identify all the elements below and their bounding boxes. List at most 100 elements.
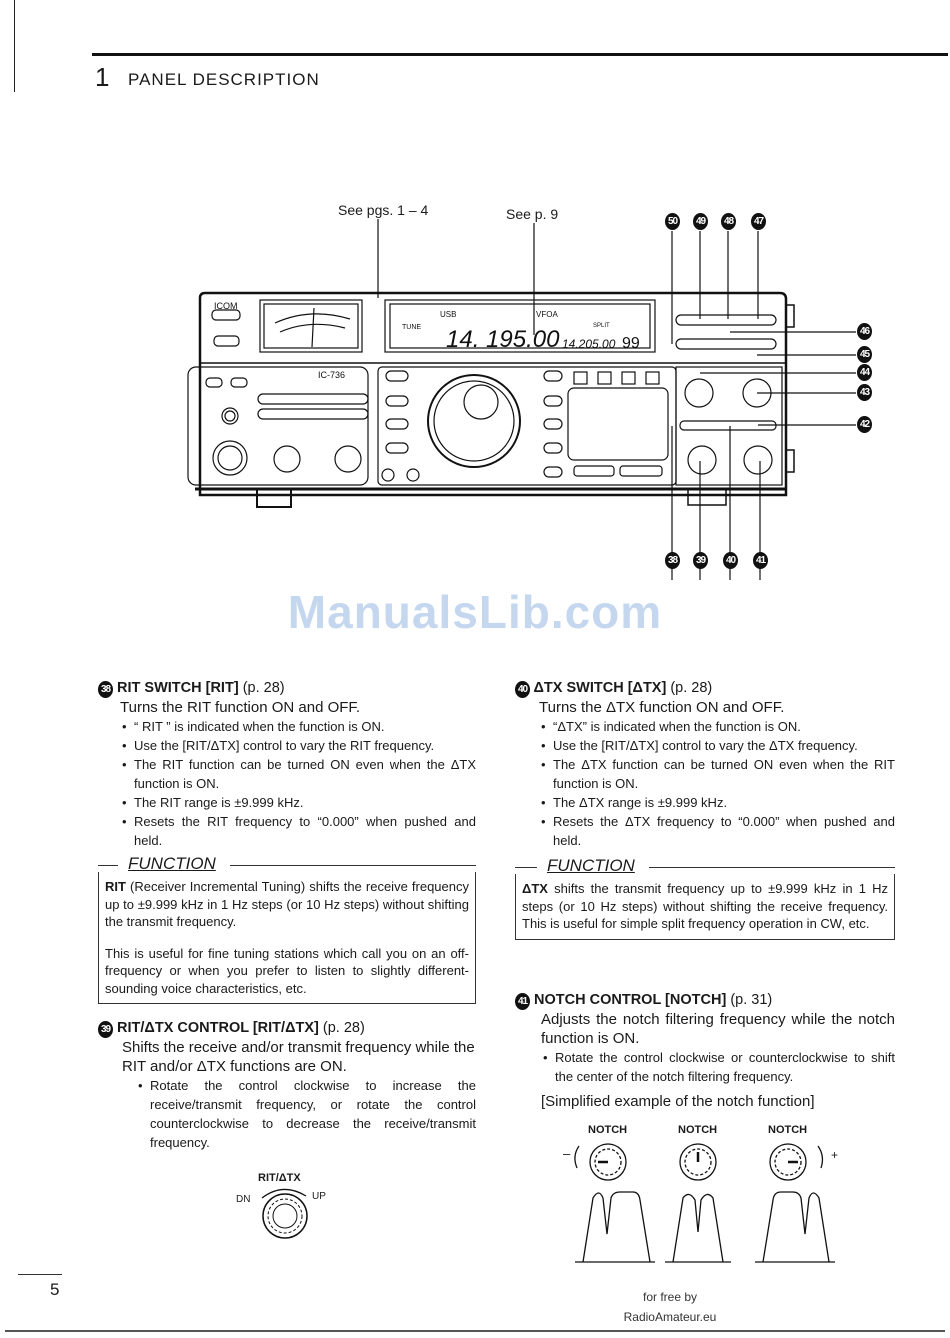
credit: for free by RadioAmateur.eu — [560, 1287, 780, 1327]
callout-40: 40 — [723, 552, 738, 569]
notch-label: NOTCH — [588, 1124, 628, 1136]
display-mode: USB — [440, 310, 456, 319]
function-box: ΔTX shifts the transmit frequency up to … — [515, 874, 895, 940]
bottom-rule — [5, 1330, 945, 1332]
watermark: ManualsLib.com — [287, 586, 663, 638]
plus-label: + — [831, 1148, 839, 1162]
credit-line-2: RadioAmateur.eu — [623, 1310, 717, 1324]
display-split: SPLIT — [593, 323, 610, 329]
section-lead: Shifts the receive and/or transmit frequ… — [122, 1039, 475, 1075]
function-text: shifts the transmit frequency up to ±9.9… — [522, 881, 888, 931]
section-lead: Turns the RIT function ON and OFF. — [120, 699, 361, 716]
section-title-text: RIT SWITCH [RIT] — [117, 680, 239, 696]
notch-curve-right — [762, 1191, 830, 1263]
display-sub-freq: 14.205.00 — [562, 337, 616, 351]
section-41: 41 NOTCH CONTROL [NOTCH] (p. 31) Adjusts… — [515, 992, 895, 1111]
function-heading: FUNCTION — [128, 854, 216, 873]
notch-curve-center — [672, 1193, 724, 1263]
notch-curve-left — [582, 1191, 651, 1263]
function-text: (Receiver Incremental Tuning) shifts the… — [105, 879, 469, 929]
function-box-header: FUNCTION — [98, 854, 476, 873]
function-heading: FUNCTION — [547, 856, 635, 875]
bullet: Use the [RIT/ΔTX] control to vary the RI… — [120, 736, 476, 755]
page-number: 5 — [50, 1280, 60, 1299]
notch-label: NOTCH — [678, 1124, 718, 1136]
display-tune: TUNE — [402, 324, 421, 331]
bullet: “ΔTX” is indicated when the function is … — [539, 717, 895, 736]
bullet: The RIT function can be turned ON even w… — [120, 755, 476, 793]
callout-43: 43 — [857, 384, 872, 401]
bullet: The ΔTX range is ±9.999 kHz. — [539, 793, 895, 812]
ccw-arrow-icon — [574, 1145, 580, 1169]
callout-42: 42 — [857, 416, 872, 433]
function-text-2: This is useful for fine tuning stations … — [105, 945, 469, 996]
function-term: RIT — [105, 879, 126, 894]
notch-knob-left — [589, 1143, 627, 1181]
section-38: 38 RIT SWITCH [RIT] (p. 28) Turns the RI… — [98, 680, 476, 1004]
bullet: Use the [RIT/ΔTX] control to vary the ΔT… — [539, 736, 895, 755]
margin-line — [14, 0, 15, 92]
knob-up-label: UP — [312, 1191, 326, 1202]
callout-46: 46 — [857, 323, 872, 340]
callout-50: 50 — [665, 213, 680, 230]
callout-see-pgs: See pgs. 1 – 4 — [338, 202, 429, 218]
bullet: The ΔTX function can be turned ON even w… — [539, 755, 895, 793]
notch-knob-center — [679, 1143, 717, 1181]
section-number-badge: 41 — [515, 993, 530, 1010]
callout-44: 44 — [857, 364, 872, 381]
cw-arrow-icon — [817, 1145, 824, 1169]
callout-see-p: See p. 9 — [506, 206, 559, 222]
radio-panel-diagram: See pgs. 1 – 4 See p. 9 — [0, 195, 950, 580]
chapter-title: PANEL DESCRIPTION — [128, 70, 320, 89]
section-number-badge: 39 — [98, 1021, 113, 1038]
callout-39: 39 — [693, 552, 708, 569]
notch-label: NOTCH — [768, 1124, 808, 1136]
section-title: 38 RIT SWITCH [RIT] (p. 28) — [98, 680, 476, 698]
header-rule — [92, 53, 948, 56]
brand-label: ICOM — [214, 301, 238, 311]
model-label: IC-736 — [318, 370, 345, 380]
section-number-badge: 40 — [515, 681, 530, 698]
section-title-text: ΔTX SWITCH [ΔTX] — [533, 680, 667, 696]
callout-41: 41 — [753, 552, 768, 569]
knob-dn-label: DN — [236, 1194, 251, 1205]
radio-drawing: ICOM TUNE USB VFOA SPLIT 14. 195.00 14.2… — [187, 219, 856, 580]
notch-knob-right — [769, 1143, 807, 1181]
section-number-badge: 38 — [98, 681, 113, 698]
display-main-freq: 14. 195.00 — [446, 326, 560, 353]
notch-example-figure: NOTCH NOTCH NOTCH – + — [555, 1118, 855, 1268]
page-ref: (p. 28) — [670, 680, 713, 696]
minus-label: – — [563, 1146, 571, 1161]
display-vfo: VFOA — [536, 310, 558, 319]
bullet: Resets the ΔTX frequency to “0.000” when… — [539, 812, 895, 850]
knob-icon — [261, 1188, 308, 1239]
bullet: Rotate the control clockwise to increase… — [136, 1076, 476, 1152]
notch-diagram — [574, 1143, 835, 1263]
callout-47: 47 — [751, 213, 766, 230]
rit-knob-figure: RIT/ΔTX DN UP — [230, 1168, 340, 1248]
chapter-number: 1 — [95, 62, 110, 92]
bullet: Rotate the control clockwise or counterc… — [541, 1048, 895, 1086]
callout-38: 38 — [665, 552, 680, 569]
footer-rule — [18, 1274, 62, 1275]
section-39: 39 RIT/ΔTX CONTROL [RIT/ΔTX] (p. 28) Shi… — [98, 1020, 476, 1152]
function-box: RIT (Receiver Incremental Tuning) shifts… — [98, 872, 476, 1004]
function-box-header: FUNCTION — [515, 856, 895, 875]
bullet: The RIT range is ±9.999 kHz. — [120, 793, 476, 812]
page-ref: (p. 28) — [322, 1020, 365, 1036]
display-channel: 99 — [622, 335, 640, 352]
section-40: 40 ΔTX SWITCH [ΔTX] (p. 28) Turns the ΔT… — [515, 680, 895, 940]
section-title-text: RIT/ΔTX CONTROL [RIT/ΔTX] — [117, 1020, 319, 1036]
callout-48: 48 — [721, 213, 736, 230]
callout-49: 49 — [693, 213, 708, 230]
bullet: “ RIT ” is indicated when the function i… — [120, 717, 476, 736]
page-ref: (p. 31) — [730, 992, 773, 1008]
callout-45: 45 — [857, 346, 872, 363]
section-title-text: NOTCH CONTROL [NOTCH] — [534, 992, 727, 1008]
bullet: Resets the RIT frequency to “0.000” when… — [120, 812, 476, 850]
section-lead: Adjusts the notch filtering frequency wh… — [541, 1011, 895, 1047]
section-lead: Turns the ΔTX function ON and OFF. — [539, 699, 785, 716]
function-term: ΔTX — [522, 881, 548, 896]
knob-label: RIT/ΔTX — [258, 1172, 301, 1184]
credit-line-1: for free by — [642, 1290, 698, 1304]
